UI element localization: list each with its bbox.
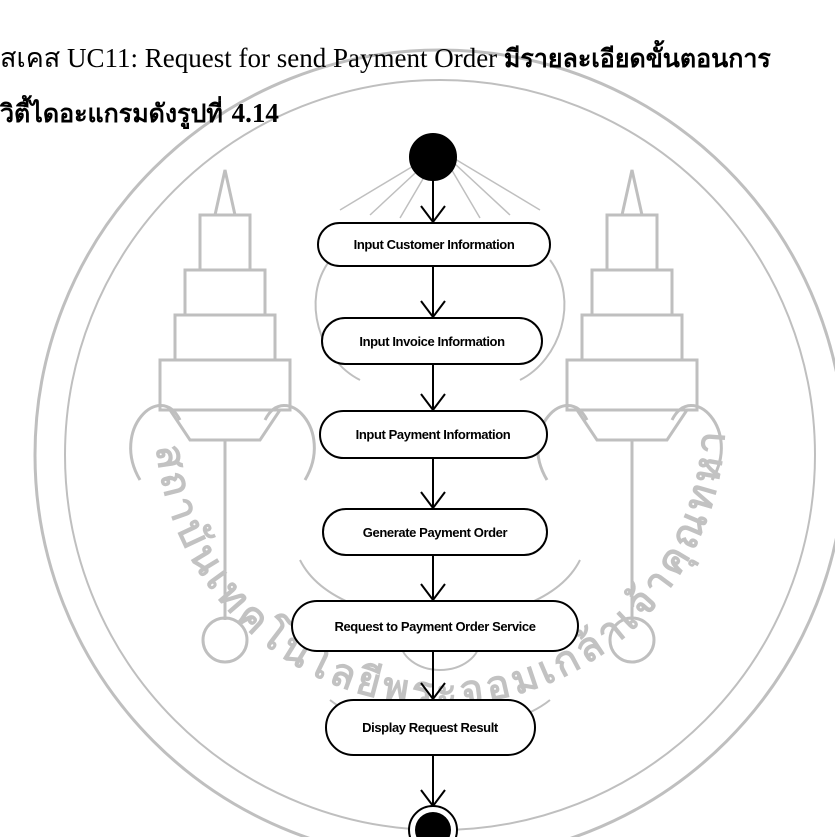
- activity-label-1: Input Customer Information: [354, 237, 515, 252]
- right-pagoda-emblem: [536, 169, 723, 664]
- activity-node-5: [291, 600, 579, 652]
- line-2-thai: วิตี้ไดอะแกรมดังรูปที่: [0, 99, 232, 128]
- figure-number: 4.14: [231, 98, 279, 128]
- final-node: [408, 805, 458, 837]
- activity-node-6: [325, 699, 536, 756]
- left-pagoda-emblem: [129, 169, 316, 664]
- activity-label-2: Input Invoice Information: [359, 334, 505, 349]
- activity-label-3: Input Payment Information: [356, 427, 511, 442]
- activity-label-4: Generate Payment Order: [363, 525, 508, 540]
- activity-label-5: Request to Payment Order Service: [334, 619, 535, 634]
- paragraph-line-2: วิตี้ไดอะแกรมดังรูปที่ 4.14: [0, 94, 279, 134]
- initial-node: [409, 133, 457, 181]
- activity-label-6: Display Request Result: [362, 720, 499, 735]
- line-1-thai: มีรายละเอียดขั้นตอนการ: [503, 44, 771, 73]
- activity-node-4: [322, 508, 548, 556]
- line-1-latin: ุสเคส UC11: Request for send Payment Ord…: [0, 43, 504, 73]
- paragraph-line-1: ุสเคส UC11: Request for send Payment Ord…: [0, 36, 771, 79]
